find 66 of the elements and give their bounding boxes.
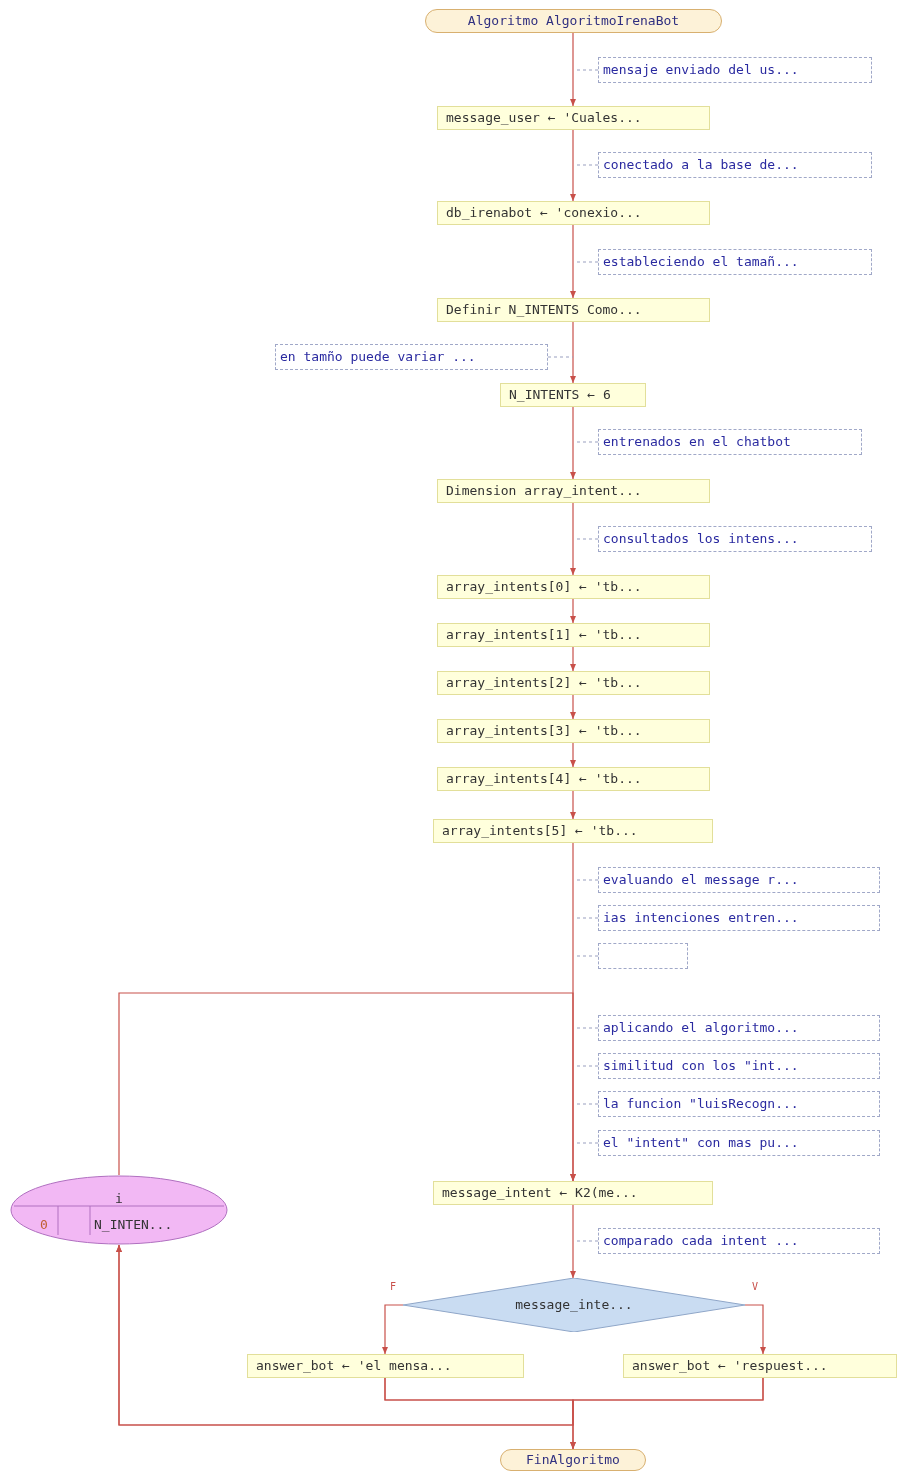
comment-box: estableciendo el tamañ... <box>598 249 872 275</box>
arrow <box>382 1304 404 1355</box>
process-box: array_intents[2] ← 'tb... <box>437 671 710 695</box>
arrow <box>570 598 576 624</box>
leader-line <box>574 917 599 919</box>
terminal-box: FinAlgoritmo <box>500 1449 646 1471</box>
process-box: N_INTENTS ← 6 <box>500 383 646 407</box>
comment-box: consultados los intens... <box>598 526 872 552</box>
arrow <box>570 742 576 768</box>
leader-line <box>574 441 599 443</box>
comment-box: ias intenciones entren... <box>598 905 880 931</box>
comment-box: comparado cada intent ... <box>598 1228 880 1254</box>
process-box: array_intents[3] ← 'tb... <box>437 719 710 743</box>
process-box: Dimension array_intent... <box>437 479 710 503</box>
comment-box: en tamño puede variar ... <box>275 344 548 370</box>
arrow <box>570 790 576 820</box>
comment-box: la funcion "luisRecogn... <box>598 1091 880 1117</box>
arrow <box>570 129 576 202</box>
arrow <box>570 321 576 384</box>
loop-start: 0 <box>40 1216 48 1234</box>
comment-box: entrenados en el chatbot <box>598 429 862 455</box>
process-box: array_intents[4] ← 'tb... <box>437 767 710 791</box>
leader-line <box>574 1240 599 1242</box>
arrow <box>570 646 576 672</box>
process-box: db_irenabot ← 'conexio... <box>437 201 710 225</box>
comment-box: aplicando el algoritmo... <box>598 1015 880 1041</box>
leader-line <box>574 164 599 166</box>
leader-line <box>574 1065 599 1067</box>
comment-box: conectado a la base de... <box>598 152 872 178</box>
leader-line <box>574 1027 599 1029</box>
comment-box: mensaje enviado del us... <box>598 57 872 83</box>
leader-line <box>574 261 599 263</box>
process-box: answer_bot ← 'respuest... <box>623 1354 897 1378</box>
comment-box: evaluando el message r... <box>598 867 880 893</box>
process-box: answer_bot ← 'el mensa... <box>247 1354 524 1378</box>
leader-line <box>574 1103 599 1105</box>
arrow <box>570 406 576 480</box>
process-box: array_intents[5] ← 'tb... <box>433 819 713 843</box>
leader-line <box>574 1142 599 1144</box>
loop-end: N_INTEN... <box>94 1216 173 1234</box>
leader-line <box>574 538 599 540</box>
arrow <box>744 1304 766 1355</box>
leader-line <box>574 879 599 881</box>
edge-label: F <box>389 1282 398 1292</box>
leader-line <box>574 955 599 957</box>
edge-label: V <box>751 1282 760 1292</box>
comment-box: similitud con los "int... <box>598 1053 880 1079</box>
arrow <box>570 502 576 576</box>
leader-line <box>547 356 574 358</box>
process-box: message_user ← 'Cuales... <box>437 106 710 130</box>
leader-line <box>574 69 599 71</box>
arrow <box>118 992 576 1182</box>
process-box: Definir N_INTENTS Como... <box>437 298 710 322</box>
arrow <box>570 32 576 107</box>
loop-variable: i <box>115 1190 123 1208</box>
arrow <box>570 694 576 720</box>
process-box: message_intent ← K2(me... <box>433 1181 713 1205</box>
comment-box <box>598 943 688 969</box>
arrow <box>570 224 576 299</box>
arrow <box>570 1204 576 1279</box>
arrow <box>116 1244 764 1426</box>
node-text: message_inte... <box>515 1296 633 1315</box>
comment-box: el "intent" con mas pu... <box>598 1130 880 1156</box>
terminal-box: Algoritmo AlgoritmoIrenaBot <box>425 9 722 33</box>
process-box: array_intents[1] ← 'tb... <box>437 623 710 647</box>
process-box: array_intents[0] ← 'tb... <box>437 575 710 599</box>
